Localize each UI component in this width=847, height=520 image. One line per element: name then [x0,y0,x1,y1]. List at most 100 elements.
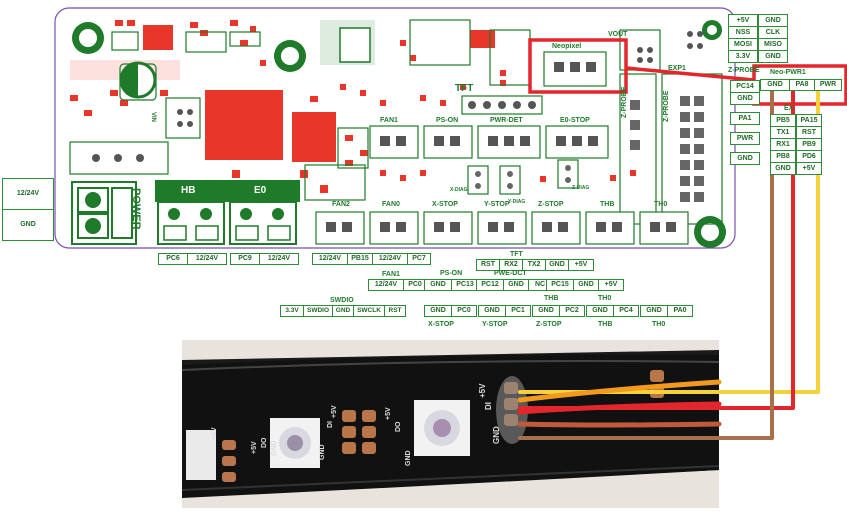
th0-inner: TH0 [654,201,668,208]
fan1-pins: 12/24V PC0 [368,279,427,291]
chip [292,112,336,162]
x-stop-pin: PC0 [451,305,477,317]
vin-label: VIN [150,112,156,123]
neopixel-highlight [528,38,628,94]
chip [143,25,173,50]
wires [517,84,820,440]
neo-pwr-pwr: PWR [814,79,842,91]
th0-pin: GND [640,305,668,317]
hb-pins: PC6 12/24V [158,253,227,265]
swdio-pin: RST [384,305,406,317]
z-stop-label: Z-STOP [536,321,562,328]
header-pin: 3.3V [728,50,758,63]
pwr-det-pin: GND [503,279,529,291]
strip-pad-label: +5V [331,405,338,418]
power-input-pin: 12/24V [2,178,54,210]
swdio-title: SWDIO [330,297,354,304]
fan2-inner: FAN2 [332,201,350,208]
led [414,400,470,456]
hb-pin: 12/24V [187,253,227,265]
y-stop-pins: GND PC1 [478,305,531,317]
fan1-pin: 12/24V [368,279,404,291]
hb-terminal [157,201,225,245]
tft-pin: GND [545,259,569,271]
e0-label: E0 [254,185,267,196]
th0-pins: GND PA0 [640,305,693,317]
strip-pad-label: DO [395,421,402,433]
e0-terminal [229,201,297,245]
wire-red-strip [517,401,722,415]
strip-pad-label: GND [271,440,278,456]
thb-inner: THB [600,201,615,208]
strip-pad-label: DO [261,437,268,449]
x-diag-inner: X-DIAG [450,187,468,193]
thb-pins: GND PC4 [586,305,639,317]
power-label: POWER [130,188,142,230]
vout-label: VOUT [608,31,628,38]
y-stop-pin: PC1 [505,305,531,317]
hb-pin: PC6 [158,253,188,265]
exp-pin: +5V [796,162,822,175]
ps-on-pin: GND [424,279,452,291]
fan0-inner: FAN0 [382,201,400,208]
x-stop-label: X-STOP [428,321,454,328]
e0-stop-pin: PC15 [546,279,574,291]
strip-pad-label: GND [405,450,412,466]
e0-stop-pins: PC15 GND +5V [546,279,624,291]
wire-brown-strip [517,421,722,428]
probe-pin: PA1 [730,112,760,125]
tft-header [461,95,543,115]
tft-pin: +5V [568,259,594,271]
swdio-pin: SWCLK [353,305,385,317]
pcb-board [54,7,847,249]
neo-pwr-label: Neo-PWR1 [770,69,806,76]
probe-pin: GND [730,92,760,105]
z-stop-pin: PC2 [559,305,585,317]
neopixel-label: Neopixel [552,43,582,50]
e0-stop-inner: E0-STOP [560,117,590,124]
fan-pin: PB15 [347,253,373,265]
power-input: 12/24V GND [2,178,54,241]
pwr-det-pin: PC12 [476,279,504,291]
neo-pwr-gnd: GND [760,79,790,91]
z-diag-inner: Z-DIAG [572,185,590,191]
led [270,418,320,468]
swdio-pin: 3.3V [280,305,304,317]
z-probe-header-label: Z-PROBE [728,67,760,74]
th0-label: TH0 [652,321,666,328]
fan1-inner: FAN1 [380,117,398,124]
probe-pin: PWR [730,132,760,145]
thb-pin: GND [586,305,614,317]
neo-pwr-pins: GND PA8 PWR [760,79,842,91]
y-stop-pin: GND [478,305,506,317]
led [186,430,216,480]
exp-label: EX [784,105,794,112]
hb-label: HB [181,185,196,196]
swdio-pin: GND [332,305,354,317]
e0-stop-pin: +5V [598,279,624,291]
fan-pin: 12/24V [312,253,348,265]
probe-pin: GND [730,152,760,165]
x-stop-pin: GND [424,305,452,317]
ps-on-title: PS-ON [440,270,463,277]
fan-pin: 12/24V [372,253,408,265]
swdio-pin: SWDIO [303,305,333,317]
x-stop-pins: GND PC0 [424,305,477,317]
pwr-det-title: PWE-DCT [494,270,527,277]
th0-pin: PA0 [667,305,693,317]
y-diag-inner: Y-DIAG [508,199,526,205]
x-stop-inner: X-STOP [432,201,458,208]
z-stop-pin: GND [532,305,560,317]
e0-pins: PC9 12/24V [230,253,299,265]
z-probe-inner: Z-PROBE [663,90,670,123]
exp-pin: GND [770,162,796,175]
strip-pad-label: +5V [385,407,392,420]
probe-pins: PC14 GND PA1 PWR GND [730,80,760,165]
tft-title: TFT [510,251,523,258]
ps-on-pins: GND PC13 [424,279,479,291]
y-stop-label: Y-STOP [482,321,508,328]
y-stop-inner: Y-STOP [484,201,510,208]
pwr-det-inner: PWR-DET [490,117,523,124]
